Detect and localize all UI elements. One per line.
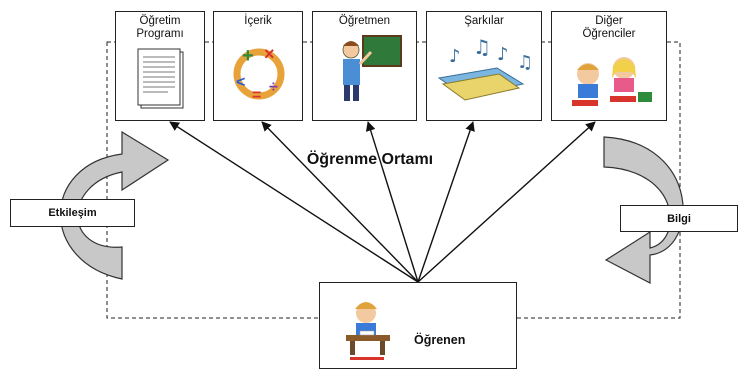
box-label-line2: Öğrenciler (582, 28, 636, 40)
svg-text:♪: ♪ (449, 46, 461, 67)
svg-text:♪: ♪ (497, 44, 509, 65)
right-cycle-arrow (603, 136, 684, 284)
box-ogrenen: Öğrenen (319, 282, 517, 369)
teacher-icon (342, 35, 402, 101)
arrow-to-teacher (365, 121, 419, 283)
svg-text:♫: ♫ (473, 35, 491, 59)
left-cycle-arrow (60, 130, 170, 280)
box-icerik: İçerik + × < ÷ = (213, 11, 303, 121)
svg-text:×: × (264, 44, 275, 64)
arrow-to-songs (417, 121, 475, 283)
svg-text:♫: ♫ (517, 52, 533, 73)
box-ogretmen: Öğretmen (312, 11, 417, 121)
svg-text:+: + (242, 45, 254, 67)
student-at-desk-icon (346, 302, 390, 360)
box-label-line2: Programı (136, 28, 184, 40)
box-label-line1: Öğretim (139, 15, 181, 27)
math-symbols-icon: + × < ÷ = (233, 44, 285, 104)
box-label-line1: Şarkılar (464, 15, 504, 27)
svg-text:=: = (252, 87, 261, 104)
connector-arrows (169, 121, 596, 283)
bilgi-label: Bilgi (620, 205, 738, 232)
arrow-to-program (169, 121, 419, 283)
learner-label: Öğrenen (414, 333, 466, 347)
box-label-line1: Diğer (595, 15, 623, 27)
box-sarkilar: Şarkılar ♪ ♫ ♪ ♫ (426, 11, 542, 121)
etkilesim-label: Etkileşim (10, 199, 135, 227)
box-label-line1: İçerik (244, 15, 272, 27)
box-ogretim-programi: Öğretim Programı (115, 11, 205, 121)
svg-text:÷: ÷ (269, 79, 278, 96)
box-label-line1: Öğretmen (338, 15, 391, 27)
arrow-to-peers (417, 121, 596, 283)
document-icon (137, 48, 184, 109)
students-icon (572, 57, 652, 106)
arrow-to-content (261, 121, 419, 283)
svg-text:<: < (236, 74, 245, 91)
box-diger-ogrenciler: Diğer Öğrenciler (551, 11, 667, 121)
music-notes-icon: ♪ ♫ ♪ ♫ (437, 35, 533, 101)
diagram-title: Öğrenme Ortamı (306, 151, 434, 168)
